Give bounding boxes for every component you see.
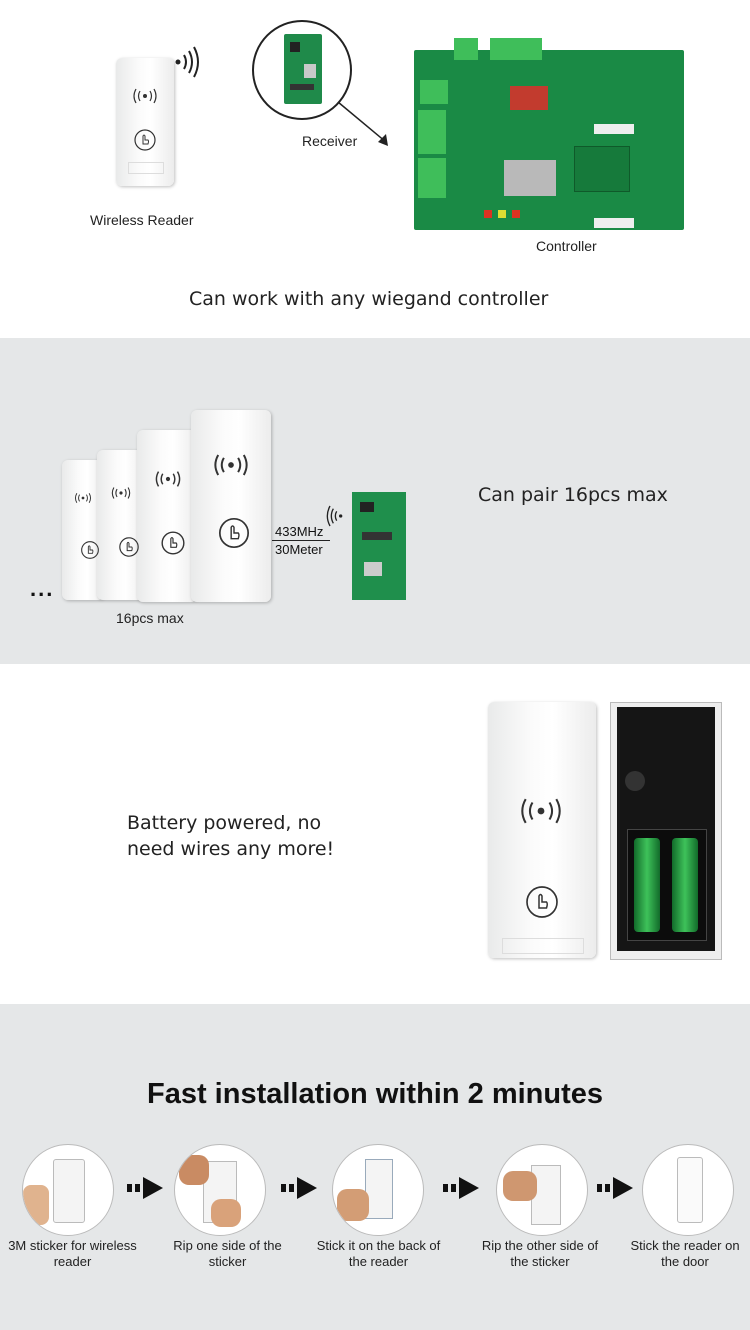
hand-touch-icon [81,541,99,559]
reader-front-image [488,702,596,958]
step-3-line1: Stick it on the back of [316,1238,441,1253]
section-installation: Fast installation within 2 minutes 3M [0,1004,750,1330]
receiver-label: Receiver [302,133,358,149]
hand-touch-icon [526,886,558,918]
wireless-signal-icon [175,46,199,78]
rfid-wave-icon [521,798,561,824]
max-label: 16pcs max [116,610,184,626]
reader-unit-3 [137,430,197,602]
rfid-wave-icon [74,492,92,504]
rfid-wave-icon [133,88,157,104]
section-wiegand: Wireless Reader Receiver Controller Can … [0,0,750,338]
step-5-line2: the door [661,1254,709,1269]
rfid-wave-icon [111,487,131,499]
battery-caption-line2: need wires any more! [127,838,335,860]
arrow-right-icon [443,1177,479,1199]
range-label: 30Meter [275,542,323,557]
wireless-reader-image [116,58,174,186]
wireless-signal-icon [326,505,343,527]
battery-caption-line1: Battery powered, no [127,812,322,834]
hand-touch-icon [218,517,250,549]
receiver-image [252,20,352,120]
section-battery: Battery powered, no need wires any more! [0,664,750,1004]
ellipsis: ... [30,576,55,601]
step-5-image [642,1144,734,1236]
step-3-image [332,1144,424,1236]
hand-touch-icon [119,537,139,557]
step-1-label: 3M sticker for wireless reader [0,1238,145,1270]
step-4-line2: the sticker [510,1254,570,1269]
step-1-line2: reader [53,1254,92,1269]
step-2-line2: sticker [208,1254,247,1269]
step-2-label: Rip one side of the sticker [160,1238,295,1270]
wiegand-caption: Can work with any wiegand controller [189,288,549,310]
reader-back-battery-image [610,702,722,960]
receiver-module-image [352,492,406,600]
step-2-line1: Rip one side of the [173,1238,282,1253]
step-5-line1: Stick the reader on [630,1238,740,1253]
battery-caption: Battery powered, no need wires any more! [127,810,334,862]
arrow-right-icon [281,1177,317,1199]
step-1-image [22,1144,114,1236]
step-2-image [174,1144,266,1236]
section-pairing: ... 16pcs max 433MHz 30Meter Can pair 16… [0,338,750,664]
hand-touch-icon [161,531,185,555]
rfid-wave-icon [155,471,181,487]
step-3-line2: the reader [348,1254,409,1269]
rfid-wave-icon [214,454,248,476]
hand-touch-icon [134,129,156,151]
installation-title: Fast installation within 2 minutes [147,1078,603,1110]
frequency-label: 433MHz [275,524,324,539]
step-3-label: Stick it on the back of the reader [306,1238,451,1270]
step-4-image [496,1144,588,1236]
reader-label: Wireless Reader [90,212,194,228]
reader-unit-4 [191,410,271,602]
step-4-line1: Rip the other side of [481,1238,599,1253]
step-5-label: Stick the reader on the door [620,1238,750,1270]
pair-caption: Can pair 16pcs max [478,484,668,506]
arrow-icon [337,101,388,146]
arrow-right-icon [127,1177,163,1199]
step-1-line1: 3M sticker for wireless [8,1238,137,1253]
step-4-label: Rip the other side of the sticker [470,1238,610,1270]
controller-image [414,38,684,230]
controller-label: Controller [536,238,597,254]
arrow-right-icon [597,1177,633,1199]
